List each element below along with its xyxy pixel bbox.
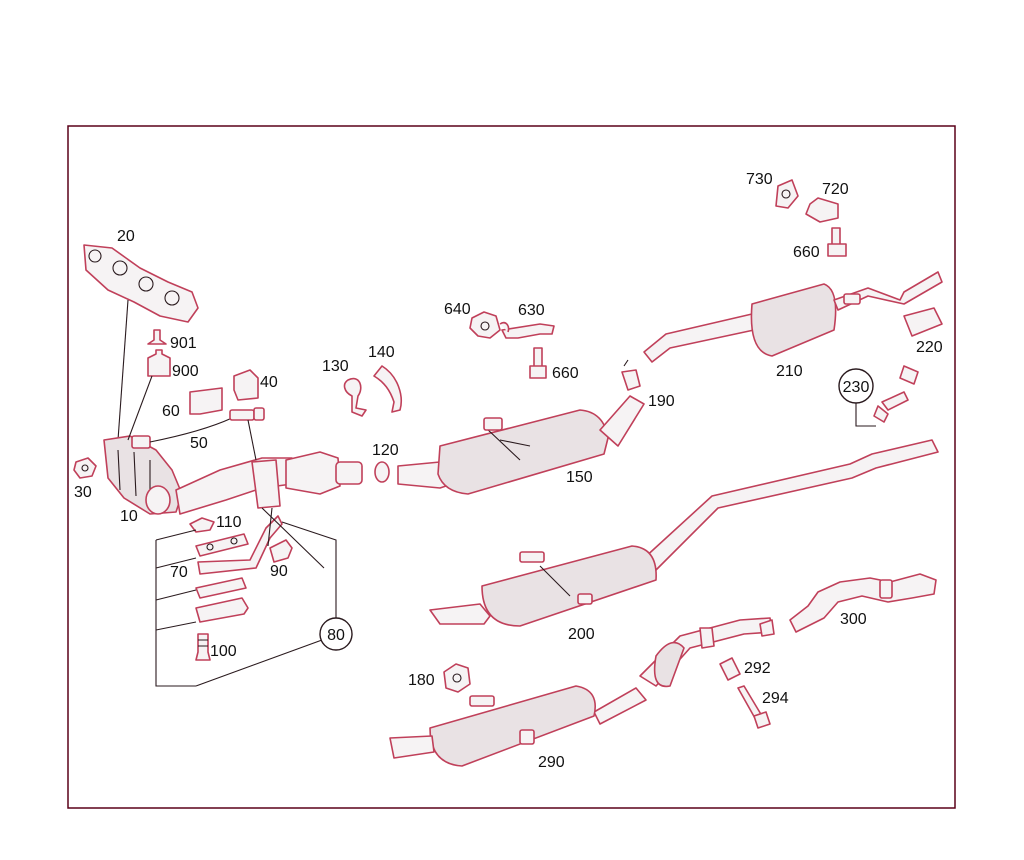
callout-80: 80 — [327, 627, 345, 644]
callout-140: 140 — [368, 344, 395, 361]
manifold-gasket-part — [83, 244, 199, 323]
spacer-292-part — [719, 657, 741, 681]
sensor-cap-part — [147, 329, 167, 345]
callout-120: 120 — [372, 442, 399, 459]
bolt-294-part — [737, 685, 771, 729]
catalytic-converter-part — [285, 451, 363, 495]
rubber-mount-640-part — [469, 311, 501, 339]
callout-300: 300 — [840, 611, 867, 628]
callout-60: 60 — [162, 403, 180, 420]
callout-40: 40 — [260, 374, 278, 391]
callout-292: 292 — [744, 660, 771, 677]
callout-180: 180 — [408, 672, 435, 689]
callout-294: 294 — [762, 690, 789, 707]
callout-20: 20 — [117, 228, 135, 245]
callout-730: 730 — [746, 171, 773, 188]
callout-230: 230 — [843, 379, 870, 396]
leader-20 — [117, 299, 129, 441]
nut-part — [73, 457, 97, 479]
bracket-group-lines — [155, 507, 337, 687]
center-muffler-part — [397, 395, 645, 495]
callout-230-bubble — [838, 368, 874, 404]
callout-660-upper: 660 — [793, 244, 820, 261]
oxygen-sensor-part — [131, 407, 265, 449]
callout-210: 210 — [776, 363, 803, 380]
callout-660-center: 660 — [552, 365, 579, 382]
callout-10: 10 — [120, 508, 138, 525]
callout-640: 640 — [444, 301, 471, 318]
support-bracket-part — [195, 597, 249, 623]
tailpipe-trim-220-part — [903, 307, 943, 337]
leader-230 — [855, 400, 876, 427]
callout-200: 200 — [568, 626, 595, 643]
clip-part — [233, 369, 259, 401]
sensor-plug-part — [147, 349, 171, 377]
callout-220: 220 — [916, 339, 943, 356]
hanger-clip-130-part — [343, 377, 367, 417]
callout-290: 290 — [538, 754, 565, 771]
callout-150: 150 — [566, 469, 593, 486]
front-pipe-part — [175, 457, 293, 515]
callout-30: 30 — [74, 484, 92, 501]
callout-90: 90 — [270, 563, 288, 580]
rear-muffler-200-part — [429, 439, 939, 627]
hanger-clip-140-part — [373, 365, 402, 413]
callout-130: 130 — [322, 358, 349, 375]
callout-630: 630 — [518, 302, 545, 319]
rubber-mount-730-part — [775, 179, 799, 209]
callout-100: 100 — [210, 643, 237, 660]
rear-muffler-210-part — [643, 271, 943, 363]
callout-900: 900 — [172, 363, 199, 380]
hanger-bracket-part — [197, 515, 283, 575]
bolt-660-upper-part — [827, 227, 847, 257]
bolt-part — [195, 633, 211, 661]
rubber-hanger-190-part — [621, 359, 641, 391]
leader-900 — [127, 375, 153, 441]
mounting-strap-part — [195, 533, 249, 557]
exhaust-manifold-part — [103, 435, 183, 515]
clamp-720-part — [805, 197, 839, 223]
callout-901: 901 — [170, 335, 197, 352]
clamp-bolt-230-part — [873, 365, 919, 423]
rear-muffler-290-part — [389, 617, 775, 767]
tail-pipe-300-part — [789, 573, 937, 633]
callout-110: 110 — [216, 514, 242, 531]
rubber-mount-180-part — [443, 663, 471, 693]
callout-720: 720 — [822, 181, 849, 198]
callout-190: 190 — [648, 393, 675, 410]
leader-40 — [247, 419, 257, 461]
bracket-part — [189, 387, 223, 415]
strap-plate-part — [195, 577, 247, 599]
bolt-660-center-part — [529, 347, 547, 379]
callout-50: 50 — [190, 435, 208, 452]
callout-70: 70 — [170, 564, 188, 581]
rubber-mount-part — [269, 539, 293, 563]
callout-80-bubble — [319, 617, 353, 651]
sealing-ring-part — [374, 461, 390, 483]
hanger-bracket-630-part — [499, 321, 555, 339]
